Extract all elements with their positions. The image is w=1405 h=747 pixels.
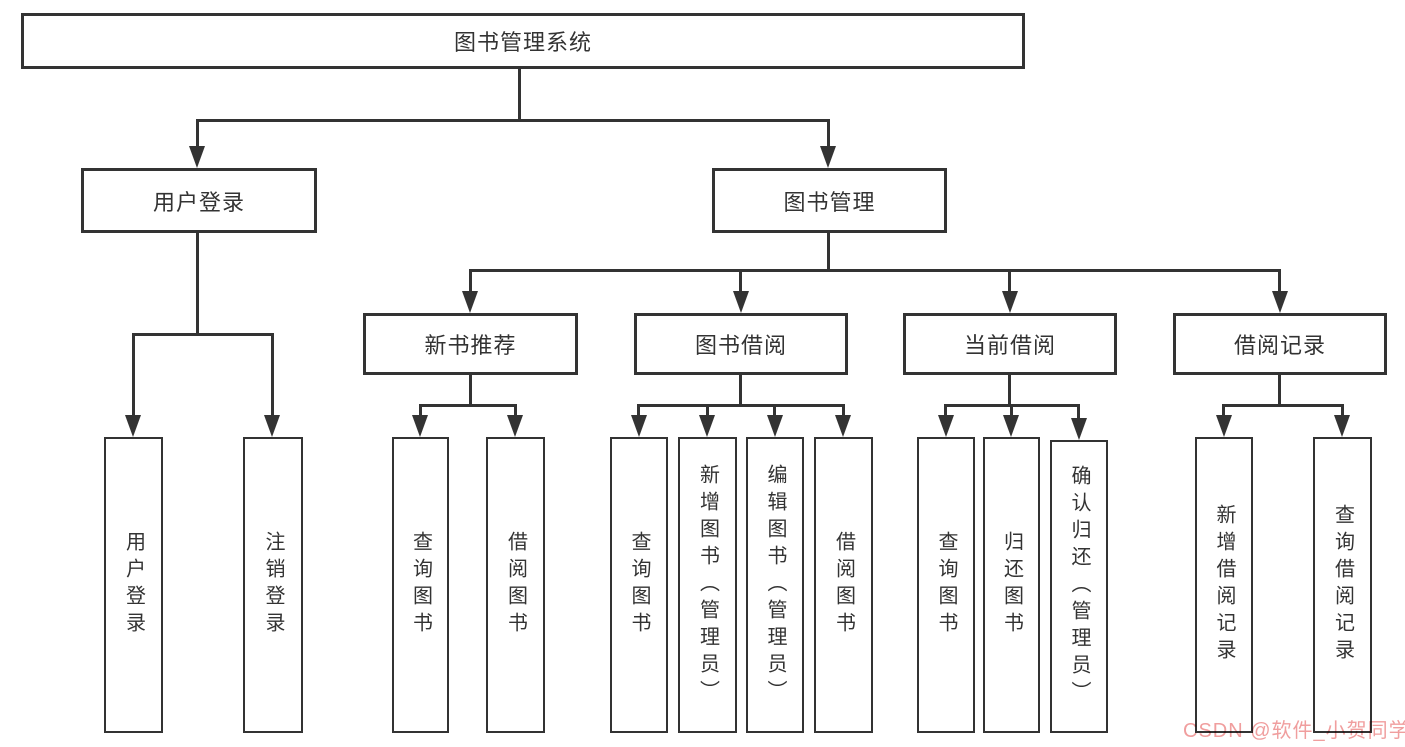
arrowhead <box>1071 418 1087 440</box>
connector-line <box>1010 404 1013 417</box>
leaf-edit-books-admin: 编辑图书（管理员） <box>746 437 804 733</box>
node-book-borrow: 图书借阅 <box>634 313 848 375</box>
node-current-borrow: 当前借阅 <box>903 313 1117 375</box>
connector-line <box>196 119 830 122</box>
connector-line <box>1222 404 1225 417</box>
leaf-confirm-return-admin: 确认归还（管理员） <box>1050 440 1108 733</box>
leaf-user-login: 用户登录 <box>104 437 163 733</box>
arrowhead <box>125 415 141 437</box>
arrowhead <box>733 291 749 313</box>
connector-line <box>637 404 640 417</box>
connector-line <box>469 269 1281 272</box>
connector-line <box>196 233 199 335</box>
connector-line <box>419 404 517 407</box>
arrowhead <box>1216 415 1232 437</box>
arrowhead <box>264 415 280 437</box>
connector-line <box>739 375 742 407</box>
arrowhead <box>699 415 715 437</box>
connector-line <box>1278 269 1281 293</box>
connector-line <box>827 233 830 272</box>
leaf-query-books-borrow: 查询图书 <box>610 437 668 733</box>
connector-line <box>739 269 742 293</box>
connector-line <box>271 333 274 417</box>
leaf-return-books: 归还图书 <box>983 437 1040 733</box>
leaf-borrow-books-recommend: 借阅图书 <box>486 437 545 733</box>
arrowhead <box>1334 415 1350 437</box>
connector-line <box>469 269 472 293</box>
connector-line <box>132 333 274 336</box>
connector-line <box>1008 375 1011 407</box>
connector-line <box>132 333 135 417</box>
node-root: 图书管理系统 <box>21 13 1025 69</box>
arrowhead <box>462 291 478 313</box>
arrowhead <box>835 415 851 437</box>
connector-line <box>827 119 830 149</box>
leaf-borrow-books: 借阅图书 <box>814 437 873 733</box>
connector-line <box>944 404 947 417</box>
connector-line <box>1341 404 1344 417</box>
arrowhead <box>1003 415 1019 437</box>
arrowhead <box>189 146 205 168</box>
node-new-book-recommend: 新书推荐 <box>363 313 578 375</box>
node-user-login: 用户登录 <box>81 168 317 233</box>
node-borrow-records: 借阅记录 <box>1173 313 1387 375</box>
arrowhead <box>412 415 428 437</box>
leaf-logout: 注销登录 <box>243 437 303 733</box>
connector-line <box>518 69 521 120</box>
connector-line <box>469 375 472 407</box>
arrowhead <box>631 415 647 437</box>
leaf-add-borrow-record: 新增借阅记录 <box>1195 437 1253 733</box>
connector-line <box>842 404 845 417</box>
arrowhead <box>1272 291 1288 313</box>
connector-line <box>706 404 709 417</box>
arrowhead <box>1002 291 1018 313</box>
connector-line <box>1222 404 1344 407</box>
arrowhead <box>820 146 836 168</box>
connector-line <box>196 119 199 149</box>
connector-line <box>1077 404 1080 420</box>
connector-line <box>1008 269 1011 293</box>
connector-line <box>637 404 845 407</box>
connector-line <box>1278 375 1281 407</box>
csdn-watermark: CSDN @软件_小贺同学 <box>1183 720 1405 742</box>
leaf-query-books-recommend: 查询图书 <box>392 437 449 733</box>
leaf-query-borrow-record: 查询借阅记录 <box>1313 437 1372 733</box>
connector-line <box>773 404 776 417</box>
connector-line <box>419 404 422 417</box>
arrowhead <box>767 415 783 437</box>
leaf-query-books-current: 查询图书 <box>917 437 975 733</box>
arrowhead <box>507 415 523 437</box>
arrowhead <box>938 415 954 437</box>
node-book-management: 图书管理 <box>712 168 947 233</box>
connector-line <box>514 404 517 417</box>
leaf-add-books-admin: 新增图书（管理员） <box>678 437 737 733</box>
